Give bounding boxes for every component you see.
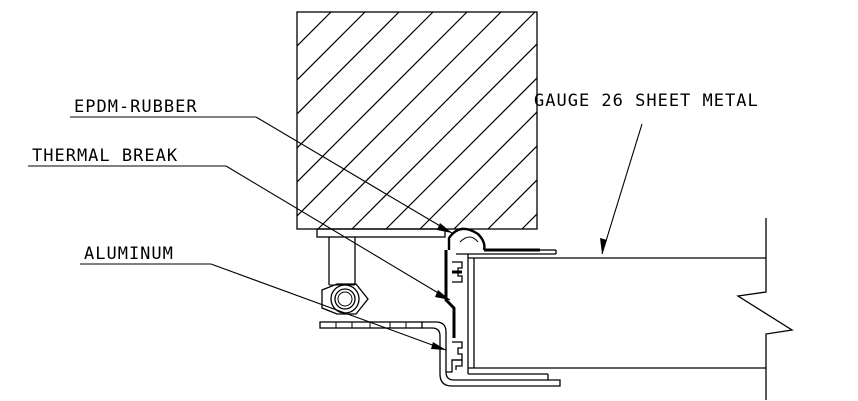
sheet-metal-panel [456,249,766,380]
aluminum-leader [210,263,447,351]
hatch-line [692,12,858,229]
label-sheet-metal: GAUGE 26 SHEET METAL [534,91,759,111]
base-plate [316,228,446,238]
aluminum-profile [422,321,561,387]
hatch-line [590,12,807,229]
label-thermal-break: THERMAL BREAK [32,146,178,166]
hatched-block [296,11,858,230]
hatch-line [487,179,537,229]
hatch-line [658,12,858,229]
label-aluminum: ALUMINUM [84,244,174,264]
thermal-break [444,248,540,338]
aluminum-clips [452,261,463,361]
hatch-line [521,213,537,229]
thermal-leader [225,165,451,301]
epdm-gasket [447,227,486,251]
hatch-line [297,12,400,115]
support-bracket [328,237,356,286]
label-epdm-rubber: EPDM-RUBBER [74,97,198,117]
leader-arrowheads [431,223,607,350]
hatch-line [385,77,537,229]
hatch-line [726,12,858,229]
hatch-line [297,12,434,149]
hatch-line [624,12,841,229]
break-line [736,218,794,400]
hatch-line [317,12,536,229]
hatch-line [419,111,537,229]
hatch-line [556,12,773,229]
epdm-leader [255,116,453,234]
hatch-line [453,145,537,229]
hatch-line [297,12,468,183]
hatch-line [351,43,537,229]
hatch-line [297,12,502,217]
hatch-lines [297,12,858,229]
sheet-metal-leader [601,123,643,255]
hatch-line [297,12,298,13]
hatch-line [297,12,366,81]
bolt-nut [321,283,369,315]
hatch-line [297,12,332,47]
